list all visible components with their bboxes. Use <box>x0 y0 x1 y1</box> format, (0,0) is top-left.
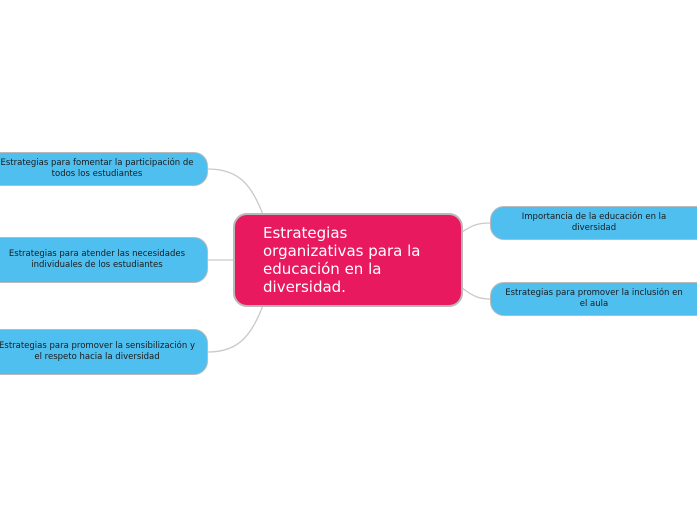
topic-label-necesidades-individuales: Estrategias para atender las necesidades… <box>8 248 186 271</box>
central-topic-label: Estrategias organizativas para la educac… <box>263 224 421 296</box>
connector-central-to-left-topic-1 <box>207 168 265 218</box>
connector-central-to-left-topic-3 <box>207 302 265 353</box>
topic-node-inclusion-aula[interactable]: Estrategias para promover la inclusión e… <box>490 282 697 316</box>
connector-central-to-right-topic-1 <box>461 222 491 233</box>
topic-node-necesidades-individuales[interactable]: Estrategias para atender las necesidades… <box>0 237 208 283</box>
topic-node-participacion[interactable]: Estrategias para fomentar la participaci… <box>0 152 208 186</box>
topic-label-participacion: Estrategias para fomentar la participaci… <box>0 157 194 180</box>
topic-label-importancia: Importancia de la educación en la divers… <box>521 211 667 234</box>
topic-node-sensibilizacion[interactable]: Estrategias para promover la sensibiliza… <box>0 329 208 375</box>
topic-label-inclusion-aula: Estrategias para promover la inclusión e… <box>505 287 683 310</box>
central-topic-node[interactable]: Estrategias organizativas para la educac… <box>233 213 463 307</box>
topic-node-importancia[interactable]: Importancia de la educación en la divers… <box>490 206 697 240</box>
connector-central-to-right-topic-2 <box>461 287 491 300</box>
topic-label-sensibilizacion: Estrategias para promover la sensibiliza… <box>0 340 195 363</box>
